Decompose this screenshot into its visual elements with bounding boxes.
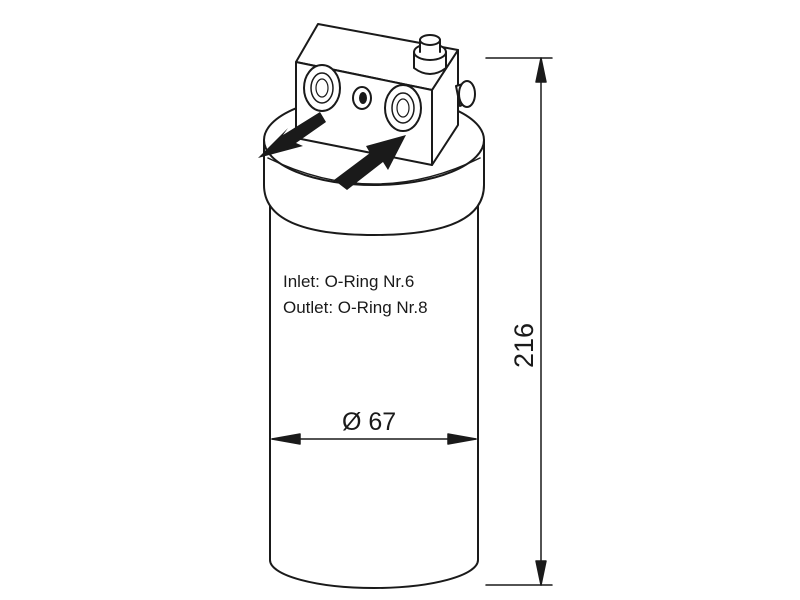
height-value-label: 216 [509,322,540,369]
inlet-port [303,64,341,112]
inlet-arrow [258,112,326,158]
cap-rim-line [267,157,481,185]
diameter-value-label: Ø 67 [342,408,397,436]
inlet-o-ring-label: Inlet: O-Ring Nr.6 [283,272,415,291]
cylinder-body [269,204,479,589]
outlet-port [384,84,422,132]
side-bolt [455,80,476,108]
outlet-arrow [334,135,406,190]
top-bolt [413,34,447,75]
diameter-dimension [271,433,477,445]
outlet-o-ring-label: Outlet: O-Ring Nr.8 [283,298,428,317]
height-dimension [485,57,553,586]
